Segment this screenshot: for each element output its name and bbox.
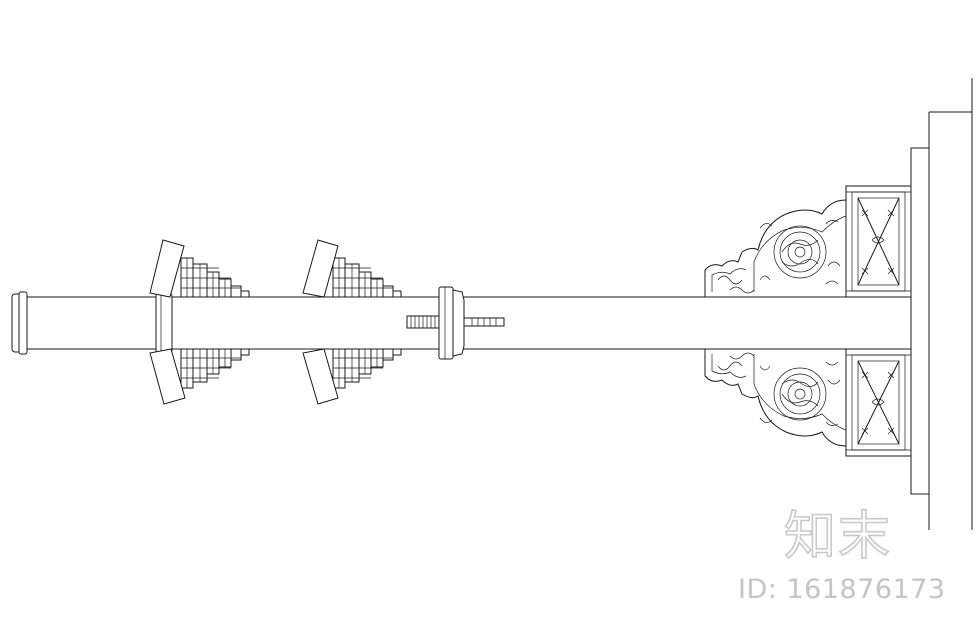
threaded-bolt xyxy=(406,315,505,329)
ornamental-bracket-lower xyxy=(704,349,847,447)
lattice-panel-lower xyxy=(845,348,912,457)
slanted-bracket-1 xyxy=(149,239,186,405)
end-cap xyxy=(11,291,28,355)
slanted-bracket-2 xyxy=(302,239,339,405)
ornamental-bracket-upper xyxy=(704,199,847,297)
watermark-id: ID: 161876173 xyxy=(738,574,946,605)
collar-left xyxy=(155,292,173,354)
stepped-rosette-1-lower xyxy=(180,348,250,389)
stepped-rosette-1 xyxy=(180,257,250,298)
wall xyxy=(910,78,973,530)
lattice-panel-upper xyxy=(845,185,912,298)
stepped-rosette-2 xyxy=(332,257,402,298)
watermark-logo: 知末 xyxy=(783,506,893,568)
stepped-rosette-2-lower xyxy=(332,348,402,389)
hub-flange xyxy=(438,286,465,360)
